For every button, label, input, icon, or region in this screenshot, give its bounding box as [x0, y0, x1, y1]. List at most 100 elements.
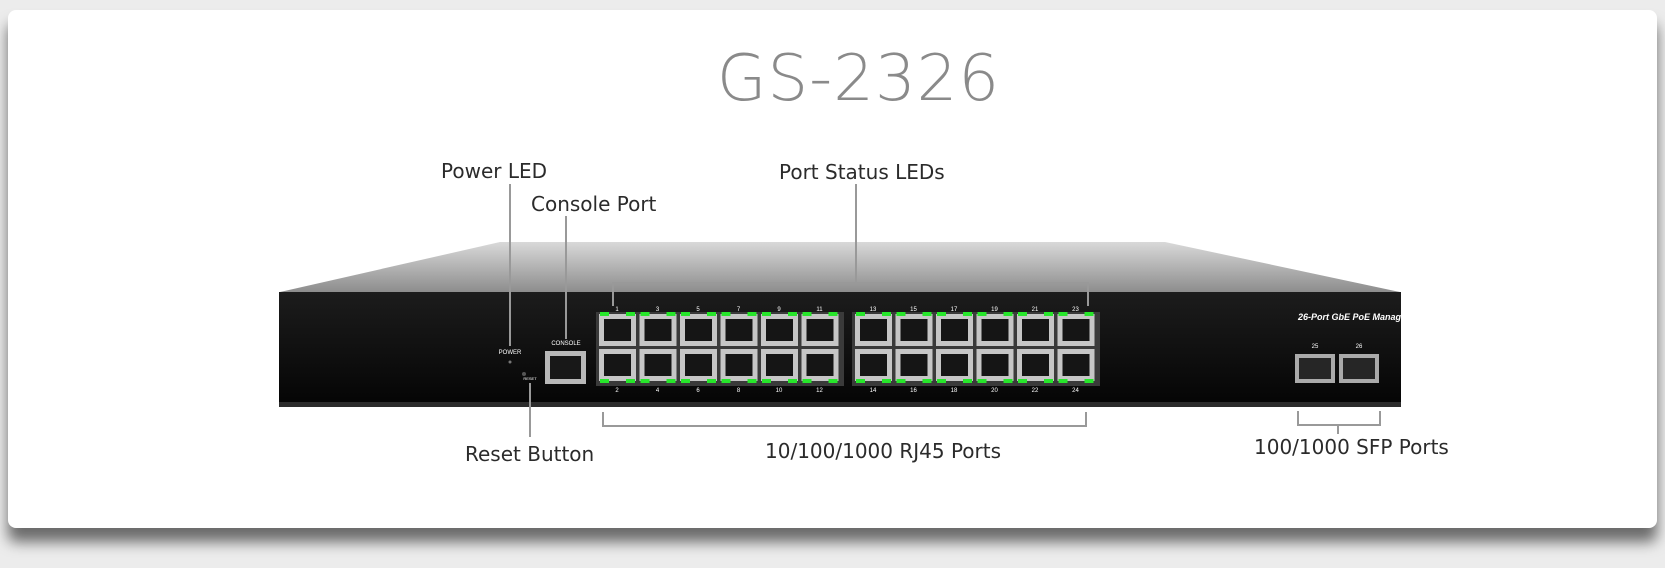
- port-status-led: [762, 312, 771, 316]
- port-status-led: [1084, 312, 1094, 316]
- rj45-socket: [604, 319, 631, 341]
- port-status-led: [747, 312, 757, 316]
- rj45-ports: [599, 312, 1095, 383]
- reset-button[interactable]: [522, 372, 526, 376]
- port-status-led: [922, 379, 932, 383]
- port-status-led: [747, 379, 757, 383]
- port-number-18: 18: [951, 388, 958, 394]
- port-number-16: 16: [910, 388, 917, 394]
- port-status-led: [721, 312, 731, 316]
- port-number-24: 24: [1072, 388, 1079, 394]
- rj45-socket: [1022, 319, 1049, 341]
- power-label: POWER: [499, 350, 522, 356]
- port-status-led: [626, 312, 635, 316]
- port-status-led: [707, 312, 716, 316]
- port-status-led: [963, 312, 972, 316]
- rj45-socket: [981, 319, 1009, 341]
- port-status-led: [681, 379, 690, 383]
- model-title: GS-2326: [716, 42, 1001, 116]
- rj45-socket: [1062, 354, 1090, 376]
- port-status-led: [1084, 379, 1094, 383]
- port-status-led: [1018, 379, 1027, 383]
- port-status-led: [707, 379, 716, 383]
- rj45-socket: [806, 354, 834, 376]
- port-status-led: [828, 379, 838, 383]
- sfp-port-number-25: 25: [1312, 344, 1319, 350]
- sfp-port-numbers: 25 26: [1312, 344, 1363, 350]
- port-status-led: [626, 379, 635, 383]
- port-status-led: [1018, 312, 1027, 316]
- rj45-socket: [860, 319, 887, 341]
- rj45-socket: [941, 354, 968, 376]
- console-port-socket: [550, 356, 581, 379]
- port-status-led: [802, 379, 812, 383]
- rj45-socket: [941, 319, 968, 341]
- rj45-socket: [644, 354, 672, 376]
- port-status-led: [856, 379, 865, 383]
- port-number-23: 23: [1072, 307, 1079, 313]
- rj45-socket: [766, 354, 793, 376]
- port-status-led: [856, 312, 865, 316]
- port-status-led: [1003, 312, 1013, 316]
- port-number-13: 13: [870, 307, 877, 313]
- rj45-socket: [725, 319, 753, 341]
- port-status-led: [1058, 379, 1068, 383]
- port-status-led: [1003, 379, 1013, 383]
- port-number-4: 4: [656, 388, 660, 394]
- port-number-1: 1: [615, 307, 619, 313]
- port-number-22: 22: [1032, 388, 1039, 394]
- port-status-led: [788, 312, 797, 316]
- port-number-19: 19: [991, 307, 998, 313]
- port-status-leds-callout: Port Status LEDs: [779, 160, 945, 184]
- rj45-socket: [725, 354, 753, 376]
- port-number-6: 6: [696, 388, 700, 394]
- port-status-led: [666, 379, 676, 383]
- port-status-led: [762, 379, 771, 383]
- console-label: CONSOLE: [551, 341, 580, 347]
- rj45-socket: [644, 319, 672, 341]
- sfp-port-number-26: 26: [1356, 344, 1363, 350]
- port-status-led: [896, 312, 906, 316]
- port-number-3: 3: [656, 307, 660, 313]
- port-status-led: [681, 312, 690, 316]
- rj45-socket: [981, 354, 1009, 376]
- port-status-led: [937, 379, 946, 383]
- port-status-led: [721, 379, 731, 383]
- rj45-bracket: [602, 412, 1087, 427]
- port-number-17: 17: [951, 307, 958, 313]
- rj45-socket: [685, 354, 712, 376]
- port-status-led: [600, 379, 609, 383]
- port-status-led: [828, 312, 838, 316]
- rj45-socket: [604, 354, 631, 376]
- sfp-port-25-slot: [1299, 358, 1331, 379]
- chassis-top: [280, 242, 1400, 292]
- port-status-led: [666, 312, 676, 316]
- rj45-socket: [806, 319, 834, 341]
- sfp-ports-callout: 100/1000 SFP Ports: [1254, 435, 1449, 459]
- rj45-socket: [900, 319, 928, 341]
- port-status-led: [640, 379, 650, 383]
- port-status-led: [922, 312, 932, 316]
- port-status-led: [977, 379, 987, 383]
- reset-button-callout: Reset Button: [465, 442, 595, 466]
- port-status-led: [640, 312, 650, 316]
- power-led-callout: Power LED: [441, 159, 548, 183]
- port-status-led: [937, 312, 946, 316]
- port-number-15: 15: [910, 307, 917, 313]
- rj45-socket: [1062, 319, 1090, 341]
- port-number-11: 11: [816, 307, 823, 313]
- port-status-led: [977, 312, 987, 316]
- sfp-port-26-slot: [1343, 358, 1375, 379]
- rj45-socket: [860, 354, 887, 376]
- port-number-21: 21: [1032, 307, 1039, 313]
- reset-label: RESET: [523, 376, 537, 381]
- port-number-9: 9: [777, 307, 781, 313]
- chassis-bottom-edge: [279, 402, 1401, 407]
- port-number-10: 10: [776, 388, 783, 394]
- port-number-14: 14: [870, 388, 877, 394]
- port-number-2: 2: [615, 388, 619, 394]
- port-status-led: [802, 312, 812, 316]
- callout-lines: [509, 184, 1381, 437]
- port-status-led: [1044, 379, 1053, 383]
